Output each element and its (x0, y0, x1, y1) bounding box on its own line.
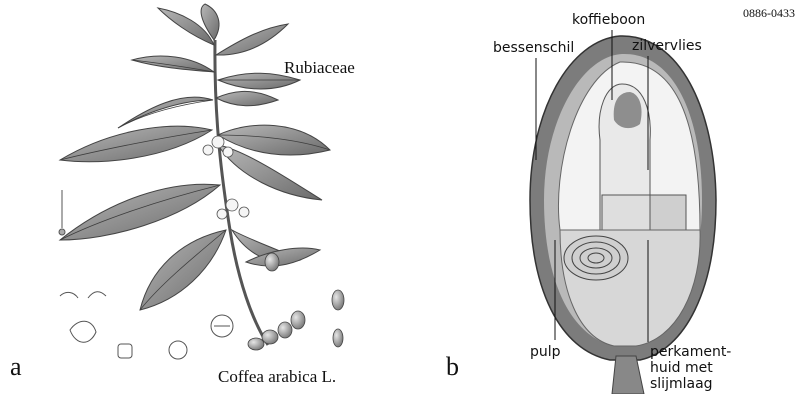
berry (248, 338, 264, 350)
berry (333, 329, 343, 347)
label-coffee-bean: koffieboon (572, 12, 645, 28)
berry (291, 311, 305, 329)
panel-letter-b: b (446, 352, 459, 382)
leaf (60, 184, 220, 240)
flower (212, 136, 224, 148)
detail-seed-a (118, 344, 132, 358)
label-parchment-line2: huid met (650, 360, 731, 376)
flower-clusters (203, 136, 249, 219)
leaf (216, 24, 288, 55)
detail-flower-sketch (70, 321, 96, 342)
berry (262, 330, 278, 344)
label-pulp: pulp (530, 344, 561, 360)
flower (203, 145, 213, 155)
detail-seed-b (169, 341, 187, 359)
leaf (216, 91, 278, 105)
plant-leaves (60, 4, 330, 310)
label-berry-skin: bessenschil (493, 40, 574, 56)
leaf (118, 97, 213, 128)
label-silver-skin: zilvervlies (632, 38, 702, 54)
flower (223, 147, 233, 157)
berry (332, 290, 344, 310)
flower (217, 209, 227, 219)
panel-letter-a: a (10, 352, 22, 382)
seed-spiral-outer (564, 236, 628, 280)
leaf (60, 126, 212, 161)
flower (239, 207, 249, 217)
coffee-berries (248, 253, 344, 350)
berry (278, 322, 292, 338)
leaf (140, 230, 226, 310)
family-label: Rubiaceae (284, 58, 355, 78)
label-parchment-line3: slijmlaag (650, 376, 731, 392)
berry (265, 253, 279, 271)
label-parchment-line1: perkament- (650, 344, 731, 360)
berry-stem (612, 356, 644, 394)
label-parchment: perkament- huid met slijmlaag (650, 344, 731, 392)
berry-cross-section (530, 36, 716, 394)
species-label: Coffea arabica L. (218, 367, 336, 387)
flower (226, 199, 238, 211)
